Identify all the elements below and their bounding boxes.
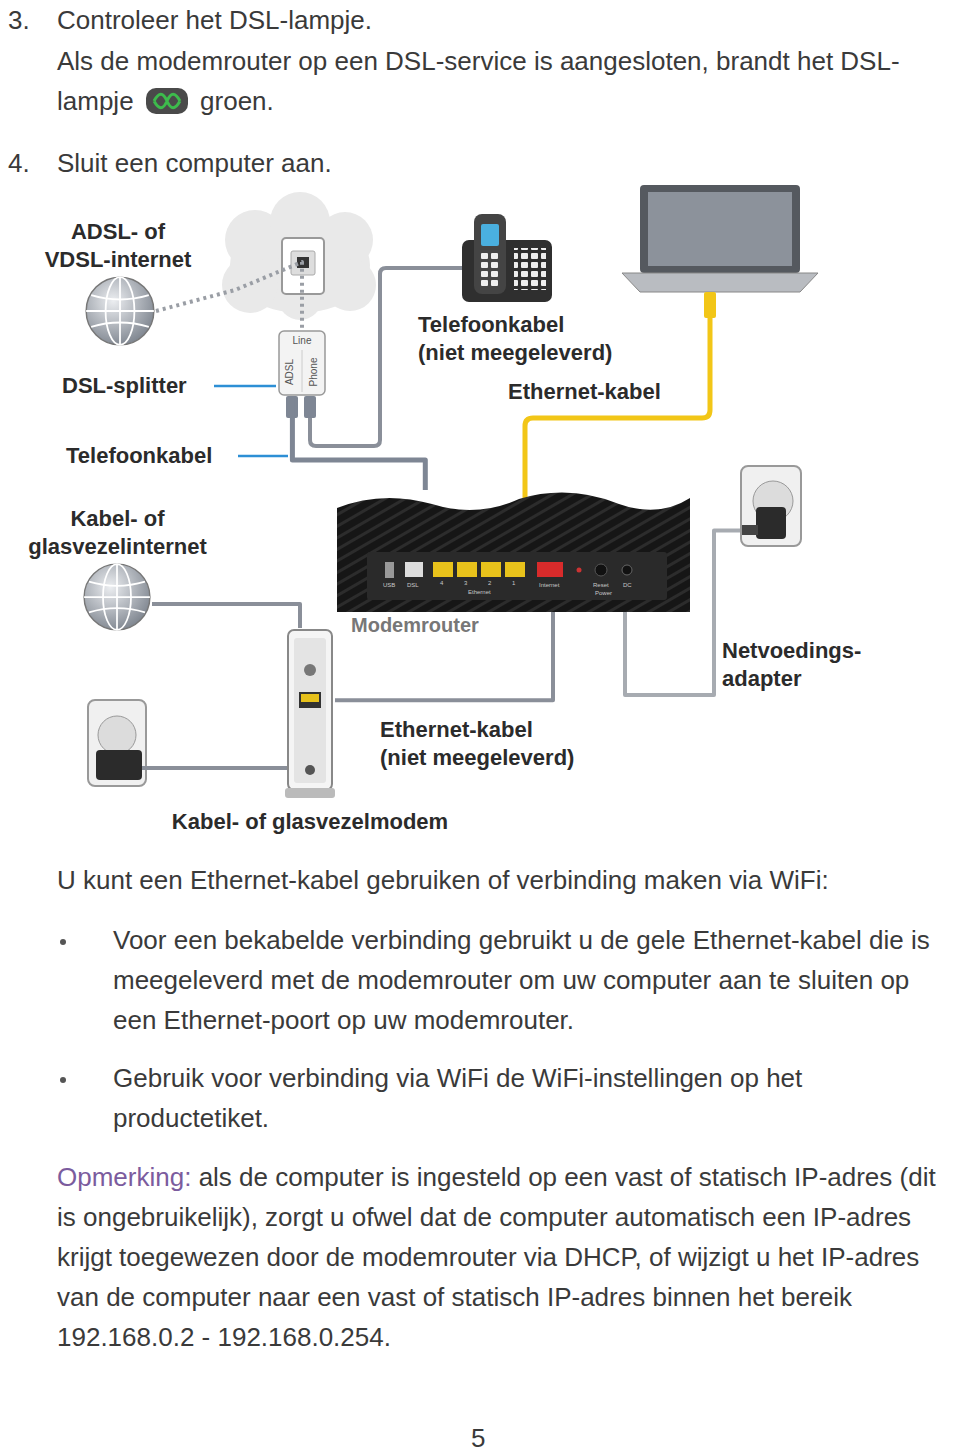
node-text: Internet xyxy=(539,582,559,589)
step-number: 4. xyxy=(8,143,30,183)
step-heading: Controleer het DSL-lampje. xyxy=(57,0,947,40)
node-text: ADSL- of VDSL-internet xyxy=(20,218,216,274)
leader-line xyxy=(238,455,288,458)
node-text: 3 xyxy=(464,580,467,587)
modem-router: USBDSL4321EthernetInternetResetPowerDCMo… xyxy=(337,490,690,612)
node-text: 2 xyxy=(488,580,491,587)
node-text: USB xyxy=(383,582,395,589)
internet-globe: ADSL- of VDSL-internet xyxy=(84,275,156,347)
node-text: 1 xyxy=(512,580,515,587)
dsl-led-icon xyxy=(145,87,189,115)
laptop xyxy=(622,185,818,292)
cable-connector xyxy=(292,396,425,490)
internet-globe-shape xyxy=(82,562,152,632)
leader-line xyxy=(214,385,276,388)
cable-label: Ethernet-kabel xyxy=(505,378,664,406)
page-number: 5 xyxy=(471,1418,485,1452)
cable-label: Telefoonkabel (niet meegeleverd) xyxy=(418,311,668,367)
yellow-plug xyxy=(704,292,716,318)
cable-label: Telefoonkabel xyxy=(66,442,212,470)
node-text: Line xyxy=(278,335,326,347)
cable-label: Ethernet-kabel (niet meegeleverd) xyxy=(380,716,630,772)
bullet xyxy=(60,939,66,945)
cloud xyxy=(222,192,376,320)
step-paragraph: Als de modemrouter op een DSL-service is… xyxy=(57,41,927,121)
bullet xyxy=(60,1077,66,1083)
node-text: Phone xyxy=(308,354,320,390)
note-paragraph: Opmerking: als de computer is ingesteld … xyxy=(57,1157,947,1357)
note-heading: Opmerking: xyxy=(57,1162,191,1192)
node-text: Kabel- of glasvezelmodem xyxy=(135,808,485,836)
cable-connector xyxy=(152,604,300,628)
cable-connector xyxy=(335,612,553,700)
cable-modem: Kabel- of glasvezelmodem xyxy=(285,628,335,800)
wall-outlet-adapter-shape xyxy=(740,465,802,547)
bullet-text: Gebruik voor verbinding via WiFi de WiFi… xyxy=(113,1058,955,1138)
part-label: DSL-splitter xyxy=(62,372,187,400)
node-text: 4 xyxy=(440,580,443,587)
node-text: Power xyxy=(595,590,612,597)
internet-globe-shape xyxy=(84,275,156,347)
node-text: Modemrouter xyxy=(351,614,479,636)
dsl-splitter: LineADSL Phone xyxy=(278,330,326,396)
wall-outlet xyxy=(88,700,287,786)
step-text: groen. xyxy=(200,86,274,116)
step-heading: Sluit een computer aan. xyxy=(57,143,947,183)
body-text: U kunt een Ethernet-kabel gebruiken of v… xyxy=(57,860,952,900)
node-text: ADSL xyxy=(284,354,296,390)
node-text: DSL xyxy=(407,582,419,589)
node-text: DC xyxy=(623,582,632,589)
wall-outlet-adapter: Netvoedings-adapter xyxy=(740,465,802,547)
node-text: Kabel- of glasvezelinternet xyxy=(10,505,225,561)
telephone xyxy=(462,214,552,302)
bullet-text: Voor een bekabelde verbinding gebruikt u… xyxy=(113,920,955,1040)
modem-router-shape xyxy=(337,490,690,612)
internet-globe: Kabel- of glasvezelinternet xyxy=(82,562,152,632)
node-text: Reset xyxy=(593,582,609,589)
node-text: Netvoedings-adapter xyxy=(722,637,892,693)
step-number: 3. xyxy=(8,0,30,40)
node-text: Ethernet xyxy=(468,589,491,596)
cable-modem-shape xyxy=(285,628,335,800)
